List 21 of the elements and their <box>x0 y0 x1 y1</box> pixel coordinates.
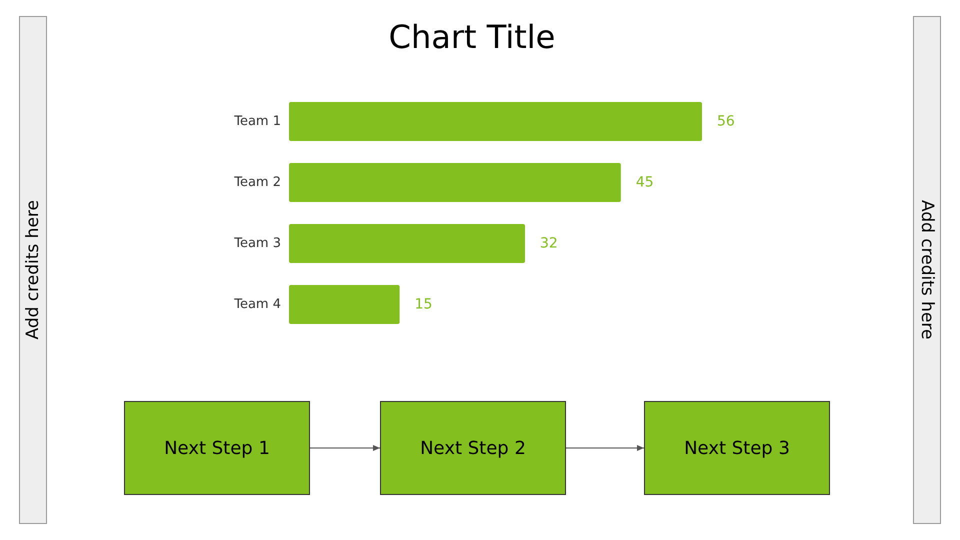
step-label: Next Step 1 <box>164 438 270 458</box>
side-panel <box>19 16 47 524</box>
credit-text: Add credits here <box>23 200 43 340</box>
category-label: Team 1 <box>234 114 281 129</box>
arrow <box>566 445 644 451</box>
process-box <box>380 401 566 495</box>
process-box <box>644 401 830 495</box>
value-label: 45 <box>636 174 654 190</box>
credit-text: Add credits here <box>917 200 937 340</box>
category-label: Team 2 <box>234 175 281 190</box>
arrow <box>310 445 380 451</box>
value-label: 15 <box>414 296 432 312</box>
category-label: Team 3 <box>234 236 281 251</box>
process-box <box>124 401 310 495</box>
side-panel <box>913 16 941 524</box>
step-label: Next Step 2 <box>420 438 526 458</box>
category-label: Team 4 <box>234 297 281 312</box>
value-label: 32 <box>540 236 558 252</box>
value-label: 56 <box>717 114 735 130</box>
chart-title: Chart Title <box>388 18 556 56</box>
step-label: Next Step 3 <box>684 438 790 458</box>
